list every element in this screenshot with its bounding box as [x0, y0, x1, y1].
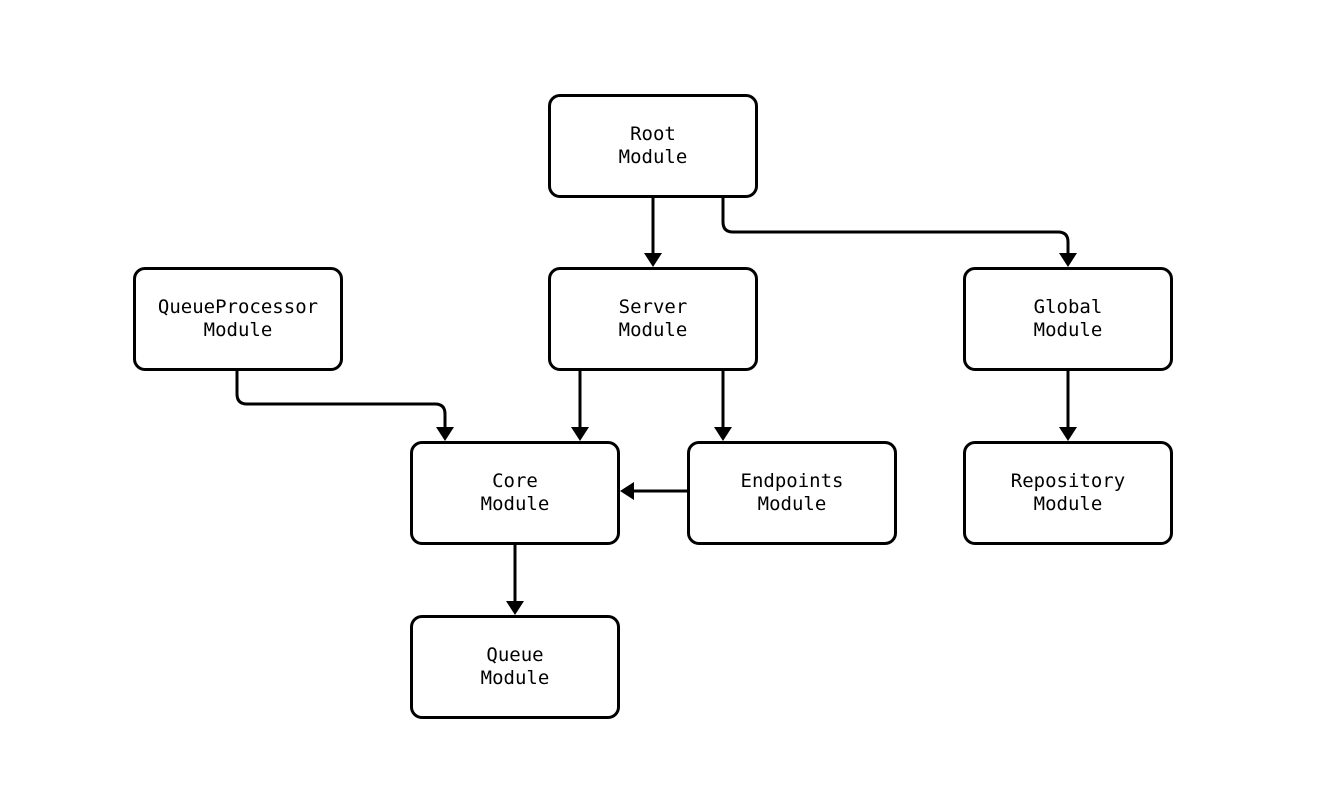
arrowhead-server-to-core	[571, 427, 589, 441]
arrowhead-root-to-global	[1059, 253, 1077, 267]
node-global-module-line1: Global	[1033, 296, 1103, 318]
node-root-module-line2: Module	[618, 146, 688, 168]
node-repository-module-line2: Module	[1033, 493, 1103, 515]
edge-core-to-queue	[506, 545, 524, 615]
node-core-module[interactable]: Core Module	[410, 441, 620, 545]
edge-root-to-server	[644, 198, 662, 267]
node-queueprocessor-module-line1: QueueProcessor	[157, 296, 319, 318]
node-queueprocessor-module-line2: Module	[203, 319, 273, 341]
node-endpoints-module[interactable]: Endpoints Module	[687, 441, 897, 545]
edge-queueprocessor-to-core	[235, 371, 454, 441]
edge-global-to-repository	[1059, 371, 1077, 441]
node-server-module-line1: Server	[618, 296, 688, 318]
arrowhead-server-to-endpoints	[714, 427, 732, 441]
node-server-module-line2: Module	[618, 319, 688, 341]
node-queue-module-line1: Queue	[486, 644, 544, 666]
arrowhead-global-to-repository	[1059, 427, 1077, 441]
node-repository-module-line1: Repository	[1010, 470, 1126, 492]
edge-endpoints-to-core	[620, 482, 687, 500]
node-server-module[interactable]: Server Module	[548, 267, 758, 371]
node-global-module[interactable]: Global Module	[963, 267, 1173, 371]
arrowhead-endpoints-to-core	[620, 482, 634, 500]
node-queueprocessor-module[interactable]: QueueProcessor Module	[133, 267, 343, 371]
arrowhead-core-to-queue	[506, 601, 524, 615]
node-endpoints-module-line2: Module	[757, 493, 827, 515]
node-root-module[interactable]: Root Module	[548, 94, 758, 198]
node-core-module-line2: Module	[480, 493, 550, 515]
node-core-module-line1: Core	[492, 470, 538, 492]
node-queue-module[interactable]: Queue Module	[410, 615, 620, 719]
edge-server-to-endpoints	[714, 371, 732, 441]
edge-line-root-to-global	[721, 198, 1070, 254]
node-repository-module[interactable]: Repository Module	[963, 441, 1173, 545]
node-endpoints-module-line1: Endpoints	[740, 470, 844, 492]
edge-root-to-global	[721, 198, 1077, 267]
edge-server-to-core	[571, 371, 589, 441]
arrowhead-queueprocessor-to-core	[436, 427, 454, 441]
node-root-module-line1: Root	[630, 123, 676, 145]
node-global-module-line2: Module	[1033, 319, 1103, 341]
node-queue-module-line2: Module	[480, 667, 550, 689]
arrowhead-root-to-server	[644, 253, 662, 267]
edge-line-queueprocessor-to-core	[235, 371, 447, 428]
